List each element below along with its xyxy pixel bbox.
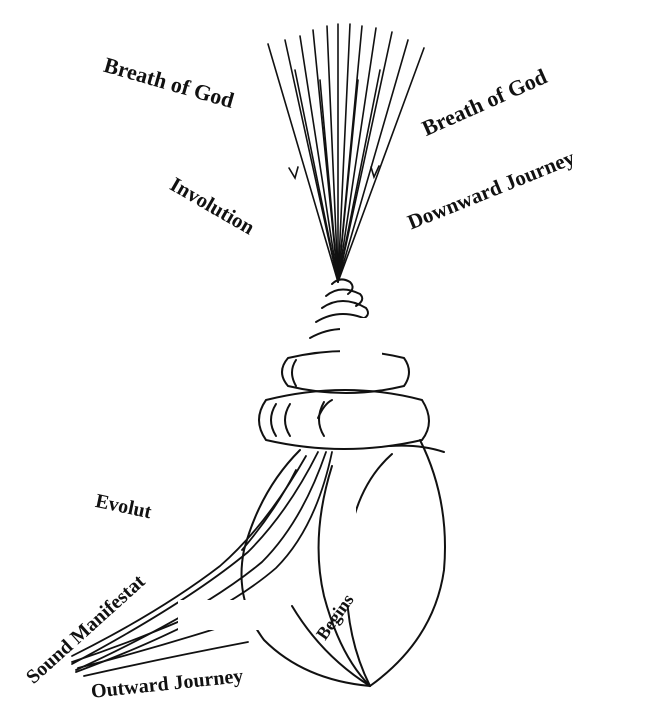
erasure-patch bbox=[178, 600, 286, 630]
erasure-patch bbox=[336, 496, 356, 606]
breath-rays-icon bbox=[268, 24, 424, 282]
erasure-patch bbox=[340, 318, 382, 366]
sound-streams bbox=[72, 452, 332, 676]
